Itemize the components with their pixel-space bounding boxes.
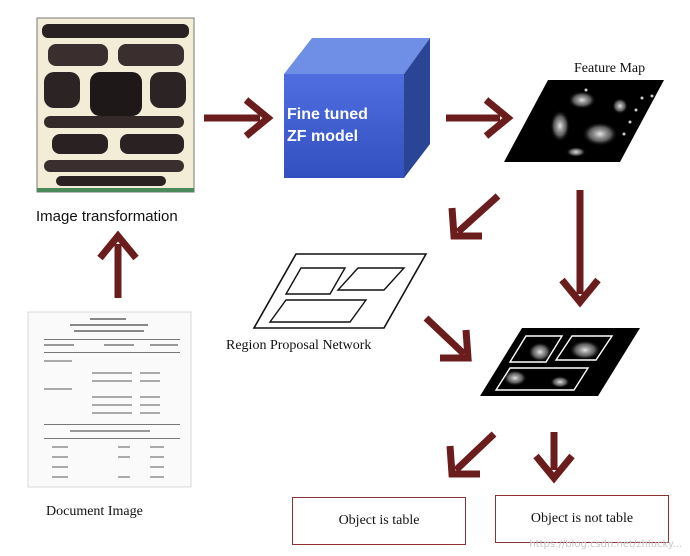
arrow-to-not-table [533, 432, 575, 484]
arrow-to-region-proposal [448, 193, 501, 240]
arrow-up-to-transformed [97, 230, 139, 298]
object-is-not-table-label: Object is not table [530, 511, 634, 526]
transformed-image [36, 17, 195, 193]
detected-region-map [480, 328, 640, 396]
model-label-line1: Fine tuned [287, 106, 368, 123]
arrow-to-table [446, 431, 497, 478]
watermark: https://blog.csdn.net/zhlucky... [529, 539, 682, 550]
arrow-to-feature-map [446, 97, 514, 139]
arrow-to-detection [423, 315, 472, 362]
image-transformation-label: Image transformation [36, 208, 178, 225]
object-is-not-table-box: Object is not table [495, 495, 669, 543]
document-image [27, 311, 192, 488]
model-cube [284, 38, 430, 178]
feature-map-label: Feature Map [574, 61, 646, 76]
model-label: Fine tuned ZF model [287, 104, 399, 148]
feature-map [504, 80, 664, 162]
region-proposal-label: Region Proposal Network [226, 338, 372, 353]
model-label-line2: ZF model [287, 128, 359, 145]
region-proposal-shape [252, 253, 428, 329]
object-is-table-box: Object is table [292, 497, 466, 545]
arrow-down-to-detection [559, 190, 601, 308]
object-is-table-label: Object is table [338, 513, 420, 528]
document-image-label: Document Image [46, 504, 143, 519]
arrow-to-model [204, 97, 274, 139]
